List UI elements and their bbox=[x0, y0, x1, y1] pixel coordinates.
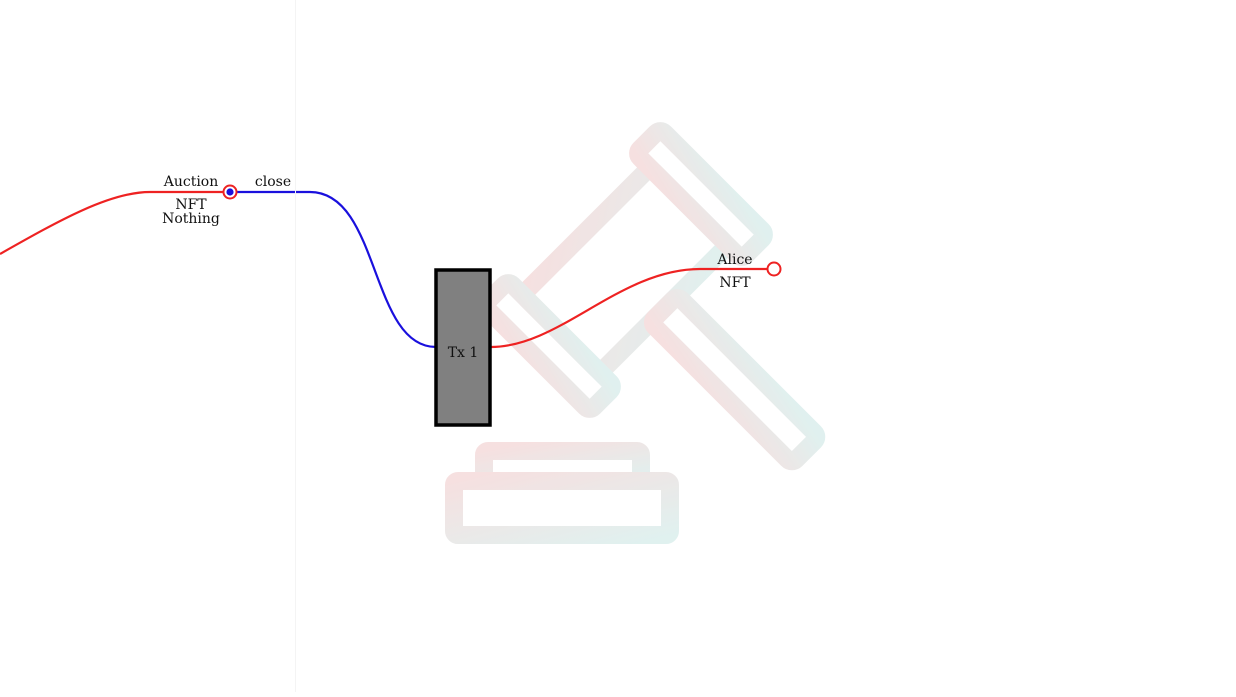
pane-divider bbox=[295, 0, 296, 692]
transaction-node[interactable]: Tx 1 bbox=[434, 268, 492, 427]
redeemer-label: close bbox=[255, 174, 291, 190]
input-datum-label: Nothing bbox=[162, 211, 220, 227]
input-owner-label: Auction bbox=[163, 174, 219, 190]
output-flow-line bbox=[490, 267, 768, 349]
transaction-box[interactable] bbox=[434, 268, 492, 427]
output-owner-label: Alice bbox=[716, 252, 752, 268]
input-token-label: NFT bbox=[175, 197, 207, 213]
redeemer-flow-line bbox=[230, 190, 437, 349]
alice-utxo-node[interactable] bbox=[766, 261, 782, 277]
output-token-label: NFT bbox=[719, 275, 751, 291]
input-flow-line bbox=[0, 190, 230, 255]
redeemer-dot bbox=[226, 188, 234, 196]
transaction-label: Tx 1 bbox=[448, 345, 479, 361]
gavel-icon bbox=[445, 122, 826, 544]
